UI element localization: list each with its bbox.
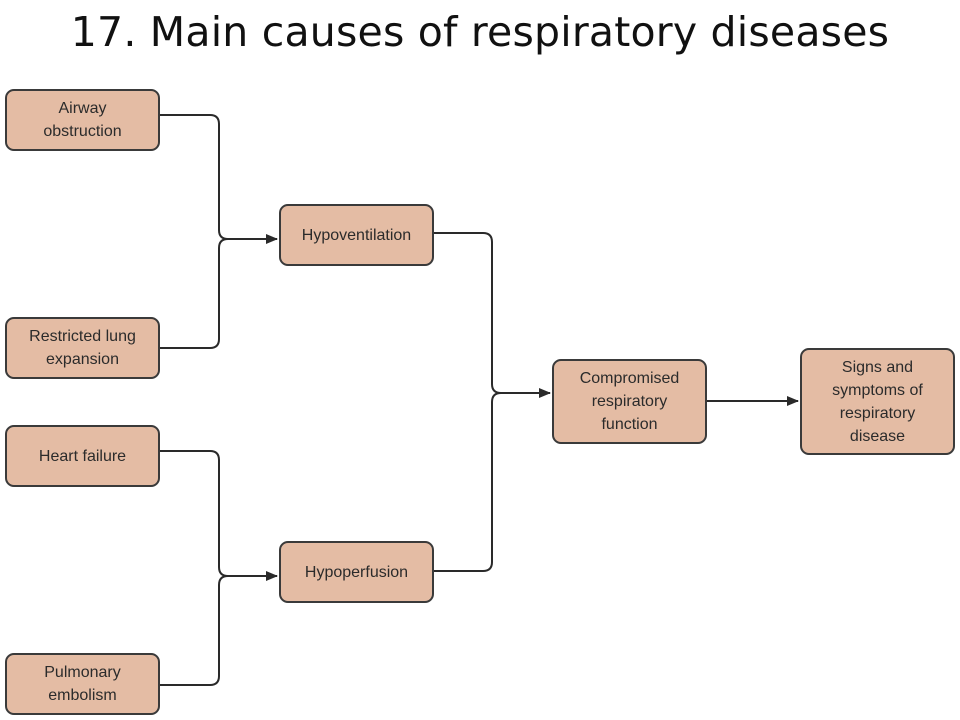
connector-restricted <box>160 238 229 349</box>
pulmonary-embolism-box: Pulmonary embolism <box>5 653 160 715</box>
restricted-lung-expansion-box: Restricted lung expansion <box>5 317 160 379</box>
connector-heart <box>160 450 229 577</box>
airway-obstruction-box: Airway obstruction <box>5 89 160 151</box>
connector-airway <box>160 114 229 240</box>
page-title: 17. Main causes of respiratory diseases <box>70 8 890 56</box>
hypoventilation-box: Hypoventilation <box>279 204 434 266</box>
heart-failure-box: Heart failure <box>5 425 160 487</box>
hypoperfusion-box: Hypoperfusion <box>279 541 434 603</box>
connector-pulmonary <box>160 575 229 686</box>
compromised-respiratory-function-box: Compromised respiratory function <box>552 359 707 444</box>
signs-and-symptoms-box: Signs and symptoms of respiratory diseas… <box>800 348 955 455</box>
connector-hypoperfusion <box>434 392 502 572</box>
connector-hypoventilation <box>434 232 502 394</box>
